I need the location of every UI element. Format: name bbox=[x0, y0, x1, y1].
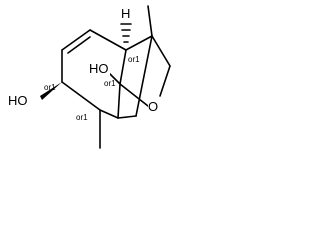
bond-bridge-bottom bbox=[117, 115, 137, 119]
bond-center-bottom bbox=[117, 83, 121, 119]
bond-top-to-quat bbox=[125, 35, 153, 51]
bond-o-center bbox=[119, 83, 149, 107]
bond-ring-bottom bbox=[99, 109, 119, 119]
stereo-c-center: or1 bbox=[104, 79, 116, 88]
stereo-labels: or1 or1 or1 or1 bbox=[44, 55, 140, 122]
bond-double-outer bbox=[61, 29, 91, 51]
bond-lines bbox=[61, 5, 171, 149]
bond-ring-top bbox=[89, 29, 127, 51]
bond-quat-methyl bbox=[147, 5, 153, 37]
bond-ch2-o bbox=[159, 65, 171, 97]
atom-ho-center: HO bbox=[89, 61, 109, 76]
molecule-structure: H HO HO O or1 or1 or1 or1 bbox=[6, 5, 171, 149]
bond-ring-left-lower bbox=[61, 81, 101, 111]
wedge-left-oh bbox=[40, 82, 62, 100]
bond-quat-bridge bbox=[135, 35, 153, 117]
atom-o-ring: O bbox=[148, 99, 158, 114]
bond-quat-ch2 bbox=[151, 35, 171, 67]
atom-h-top: H bbox=[121, 6, 130, 21]
stereo-c-bridge: or1 bbox=[76, 113, 88, 122]
atom-ho-left: HO bbox=[8, 93, 28, 108]
atom-labels: H HO HO O bbox=[6, 6, 160, 114]
stereo-c-left: or1 bbox=[44, 83, 56, 92]
bond-ring-center bbox=[119, 49, 127, 85]
stereo-c-top: or1 bbox=[128, 55, 140, 64]
bond-double-inner bbox=[67, 36, 91, 54]
